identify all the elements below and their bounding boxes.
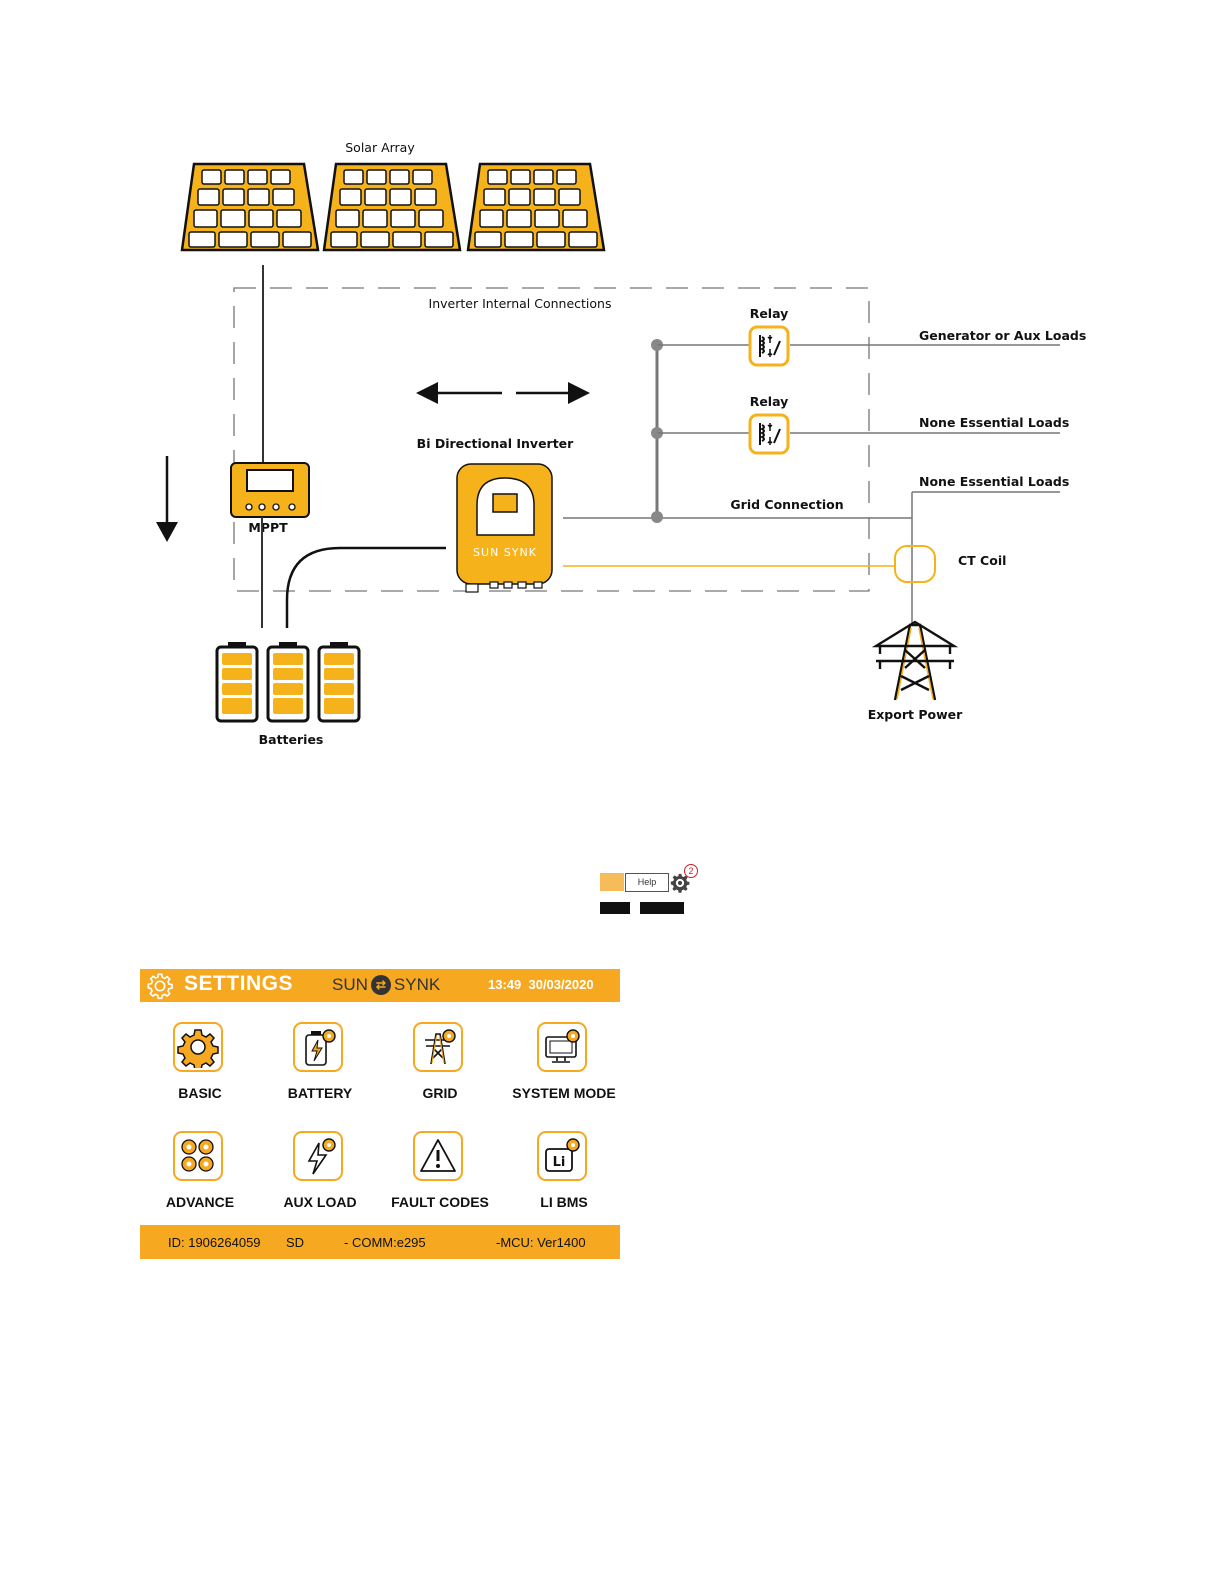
time: 13:49 bbox=[488, 977, 522, 992]
tile-fault-codes[interactable]: FAULT CODES bbox=[380, 1131, 500, 1231]
brand-right: SYNK bbox=[393, 975, 441, 994]
warning-icon bbox=[420, 1139, 456, 1172]
system-diagram: Solar Array Inverter Internal Connection… bbox=[156, 140, 1086, 747]
bolt-gear-icon bbox=[307, 1138, 336, 1175]
tile-system-mode[interactable]: SYSTEM MODE bbox=[504, 1022, 624, 1122]
date: 30/03/2020 bbox=[528, 977, 594, 992]
tile-li-bms-label: LI BMS bbox=[540, 1194, 588, 1210]
tile-battery[interactable]: BATTERY bbox=[260, 1022, 380, 1122]
output-1-label: Generator or Aux Loads bbox=[919, 328, 1086, 343]
output-2-label: None Essential Loads bbox=[919, 415, 1069, 430]
tile-li-bms[interactable]: Li LI BMS bbox=[504, 1131, 624, 1231]
output-3-label: None Essential Loads bbox=[919, 474, 1069, 489]
battery-icon-1 bbox=[215, 641, 259, 723]
tile-grid-label: GRID bbox=[422, 1085, 458, 1101]
brand-logo: SUN ⇄ SYNK bbox=[332, 975, 440, 995]
relay-label-2: Relay bbox=[750, 394, 789, 409]
inverter-icon bbox=[456, 463, 553, 593]
sd-status: SD bbox=[286, 1235, 305, 1250]
tile-advance-label: ADVANCE bbox=[165, 1194, 235, 1210]
gear-icon[interactable] bbox=[669, 872, 691, 894]
multi-gear-icon bbox=[181, 1139, 214, 1172]
solar-panel-1 bbox=[180, 162, 320, 252]
brand-left: SUN bbox=[332, 975, 368, 994]
grid-connection-label: Grid Connection bbox=[730, 497, 843, 512]
settings-footer: ID: 1906264059 SD - COMM:e295 -MCU: Ver1… bbox=[140, 1225, 620, 1259]
inverter-brand-label: SUN SYNK bbox=[473, 546, 537, 559]
dark-strip-1 bbox=[600, 902, 630, 914]
notification-badge: 2 bbox=[684, 864, 698, 878]
solar-panel-3 bbox=[466, 162, 606, 252]
comm-version: - COMM:e295 bbox=[344, 1235, 426, 1250]
monitor-gear-icon bbox=[545, 1029, 580, 1063]
tile-battery-label: BATTERY bbox=[287, 1085, 353, 1101]
mppt-icon bbox=[230, 462, 310, 518]
svg-text:Li: Li bbox=[553, 1155, 566, 1170]
mppt-label: MPPT bbox=[248, 520, 288, 535]
batteries-label: Batteries bbox=[259, 732, 324, 747]
settings-title: SETTINGS bbox=[184, 972, 294, 995]
battery-icon-2 bbox=[266, 641, 310, 723]
tile-aux-load[interactable]: AUX LOAD bbox=[260, 1131, 380, 1231]
help-button[interactable]: Help bbox=[625, 873, 669, 892]
settings-screen: SETTINGS SUN ⇄ SYNK 13:49 30/03/2020 BAS… bbox=[140, 969, 620, 1259]
relay-label-1: Relay bbox=[750, 306, 789, 321]
tile-aux-load-label: AUX LOAD bbox=[283, 1194, 357, 1210]
settings-gear-icon bbox=[147, 973, 173, 1000]
ct-coil-label: CT Coil bbox=[958, 553, 1006, 568]
battery-gear-icon bbox=[305, 1029, 336, 1066]
dark-strip-2 bbox=[640, 902, 684, 914]
export-power-label: Export Power bbox=[868, 707, 963, 722]
pylon-gear-icon bbox=[425, 1029, 456, 1065]
tile-system-mode-label: SYSTEM MODE bbox=[512, 1085, 616, 1101]
solar-array-label: Solar Array bbox=[345, 140, 415, 155]
color-swatch bbox=[600, 873, 624, 891]
tile-grid[interactable]: GRID bbox=[380, 1022, 500, 1122]
internal-connections-label: Inverter Internal Connections bbox=[429, 296, 612, 311]
relay-icon-2 bbox=[748, 413, 790, 455]
tile-basic-label: BASIC bbox=[178, 1085, 222, 1101]
clock: 13:49 30/03/2020 bbox=[488, 977, 594, 992]
tile-advance[interactable]: ADVANCE bbox=[140, 1131, 260, 1231]
solar-panel-2 bbox=[322, 162, 462, 252]
ct-coil-icon bbox=[894, 545, 936, 583]
tile-basic[interactable]: BASIC bbox=[140, 1022, 260, 1122]
li-battery-gear-icon: Li bbox=[545, 1138, 580, 1172]
arrow-down-icon bbox=[156, 456, 178, 542]
device-id: ID: 1906264059 bbox=[168, 1235, 261, 1250]
brand-mark-icon: ⇄ bbox=[370, 975, 391, 995]
help-widget: Help 2 bbox=[600, 864, 710, 916]
mcu-version: -MCU: Ver1400 bbox=[496, 1235, 586, 1250]
battery-icon-3 bbox=[317, 641, 361, 723]
inverter-label: Bi Directional Inverter bbox=[417, 436, 574, 451]
settings-header: SETTINGS SUN ⇄ SYNK 13:49 30/03/2020 bbox=[140, 969, 620, 1002]
pylon-icon bbox=[871, 620, 959, 701]
gear-icon bbox=[177, 1029, 219, 1068]
tile-fault-codes-label: FAULT CODES bbox=[391, 1194, 489, 1210]
bidirectional-arrow-icon bbox=[416, 382, 590, 404]
relay-icon-1 bbox=[748, 325, 790, 367]
